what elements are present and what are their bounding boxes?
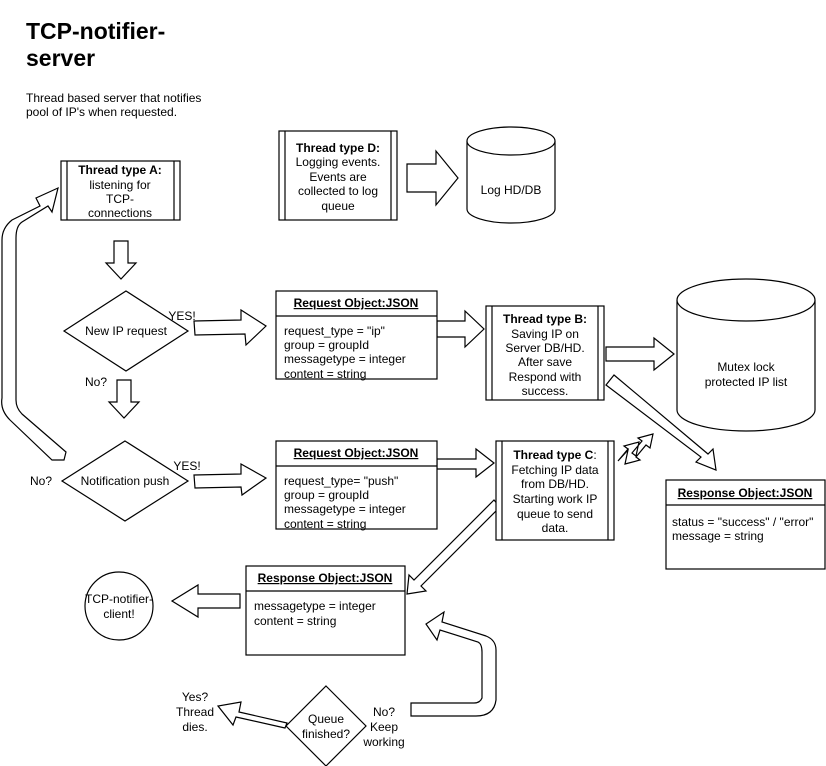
request-push-heading: Request Object:JSON — [294, 446, 419, 460]
page-subtitle: Thread based server that notifies pool o… — [26, 91, 202, 119]
arrow-b-to-response-status — [605, 374, 717, 471]
thread-c-line: from DB/HD. — [521, 477, 589, 491]
response-message-heading: Response Object:JSON — [258, 571, 393, 585]
decision-queue-no: No? — [373, 705, 395, 719]
thread-a-box — [60, 160, 181, 221]
request-push-box — [275, 440, 438, 530]
arrow-response-to-client — [170, 583, 241, 619]
arrow-request-ip-to-b — [436, 309, 485, 349]
thread-b-line: Saving IP on — [511, 327, 579, 341]
client-line: TCP-notifier- — [85, 592, 153, 606]
client-circle — [84, 571, 154, 641]
arrow-request-push-to-c — [436, 447, 495, 479]
request-ip-line: request_type = "ip" — [284, 324, 385, 338]
thread-b-line: Respond with — [509, 370, 582, 384]
thread-c-heading: Thread type C — [513, 448, 593, 462]
mutex-db-line: Mutex lock — [717, 360, 775, 374]
decision-push-yes: YES! — [173, 459, 200, 473]
response-message-line: content = string — [254, 614, 336, 628]
thread-a-line: TCP- — [106, 192, 134, 206]
decision-push — [60, 440, 190, 522]
thread-b-line: After save — [518, 355, 572, 369]
decision-push-label: Notification push — [81, 474, 170, 488]
thread-d-line: Logging events. — [296, 155, 381, 169]
log-db-label: Log HD/DB — [481, 183, 542, 197]
arrow-c-mutex-exchange — [617, 433, 654, 465]
request-push-line: messagetype = integer — [284, 502, 406, 516]
page-subtitle-line: Thread based server that notifies — [26, 91, 202, 105]
page-subtitle-line: pool of IP's when requested. — [26, 104, 178, 119]
arrow-c-to-response-message — [406, 499, 501, 595]
arrow-yes-to-request-ip — [193, 308, 267, 347]
decision-queue-line: finished? — [302, 727, 350, 741]
thread-b-line: Server DB/HD. — [505, 341, 584, 355]
thread-d-line: queue — [321, 199, 355, 213]
thread-b-box — [485, 305, 605, 401]
decision-queue-yes: Yes? — [182, 690, 209, 704]
arrow-keep-working-loop — [410, 610, 497, 717]
page-title-line: server — [26, 45, 96, 71]
request-ip-line: content = string — [284, 367, 366, 381]
decision-queue — [285, 685, 367, 766]
decision-queue-line: Queue — [308, 712, 344, 726]
decision-new-ip — [62, 290, 190, 372]
decision-queue-yes: Thread — [176, 705, 214, 719]
thread-c-line: queue to send — [517, 507, 593, 521]
thread-a-line: listening for — [89, 178, 150, 192]
thread-c-line: Starting work IP — [513, 492, 598, 506]
decision-push-no: No? — [30, 474, 52, 488]
response-status-line: message = string — [672, 529, 764, 543]
client-line: client! — [103, 607, 134, 621]
response-message-box — [245, 565, 406, 656]
arrow-b-to-mutex — [605, 336, 675, 372]
response-status-line: status = "success" / "error" — [672, 515, 813, 529]
mutex-db-cylinder — [676, 278, 816, 432]
thread-d-box — [278, 130, 398, 221]
request-ip-box — [275, 290, 438, 380]
page-title-line: TCP-notifier- — [26, 18, 166, 44]
arrow-queue-to-dies — [216, 701, 288, 729]
thread-c-line: Fetching IP data — [511, 463, 598, 477]
decision-new-ip-yes: YES! — [168, 309, 195, 323]
response-status-box — [665, 479, 826, 570]
thread-d-line: collected to log — [298, 184, 378, 198]
thread-a-line: connections — [88, 206, 152, 220]
request-ip-heading: Request Object:JSON — [294, 296, 419, 310]
decision-new-ip-label: New IP request — [85, 324, 167, 338]
thread-d-heading: Thread type D: — [296, 141, 380, 155]
request-push-line: request_type= "push" — [284, 474, 398, 488]
mutex-db-line: protected IP list — [705, 375, 788, 389]
decision-new-ip-no: No? — [85, 375, 107, 389]
page-title: TCP-notifier- server — [26, 18, 165, 72]
request-push-line: content = string — [284, 517, 366, 531]
thread-b-line: success. — [522, 384, 569, 398]
thread-d-line: Events are — [309, 170, 367, 184]
arrow-decision-to-push — [107, 379, 141, 419]
arrow-loop-to-thread-a — [1, 186, 67, 461]
thread-c-line: data. — [542, 521, 569, 535]
arrow-yes-to-request-push — [193, 462, 268, 497]
log-db-cylinder — [466, 126, 556, 224]
decision-queue-no: Keep — [370, 720, 398, 734]
arrow-a-to-decision — [104, 240, 138, 280]
arrow-d-to-log — [406, 149, 459, 207]
request-ip-line: group = groupId — [284, 338, 369, 352]
request-ip-line: messagetype = integer — [284, 352, 406, 366]
thread-c-heading-row: Thread type C: — [513, 448, 596, 462]
thread-c-box — [495, 440, 615, 541]
decision-queue-yes: dies. — [182, 720, 207, 734]
response-status-heading: Response Object:JSON — [678, 486, 813, 500]
thread-b-heading: Thread type B: — [503, 312, 587, 326]
decision-queue-no: working — [362, 735, 404, 749]
thread-c-heading-suffix: : — [593, 448, 596, 462]
thread-a-heading: Thread type A: — [78, 163, 162, 177]
request-push-line: group = groupId — [284, 488, 369, 502]
response-message-line: messagetype = integer — [254, 599, 376, 613]
